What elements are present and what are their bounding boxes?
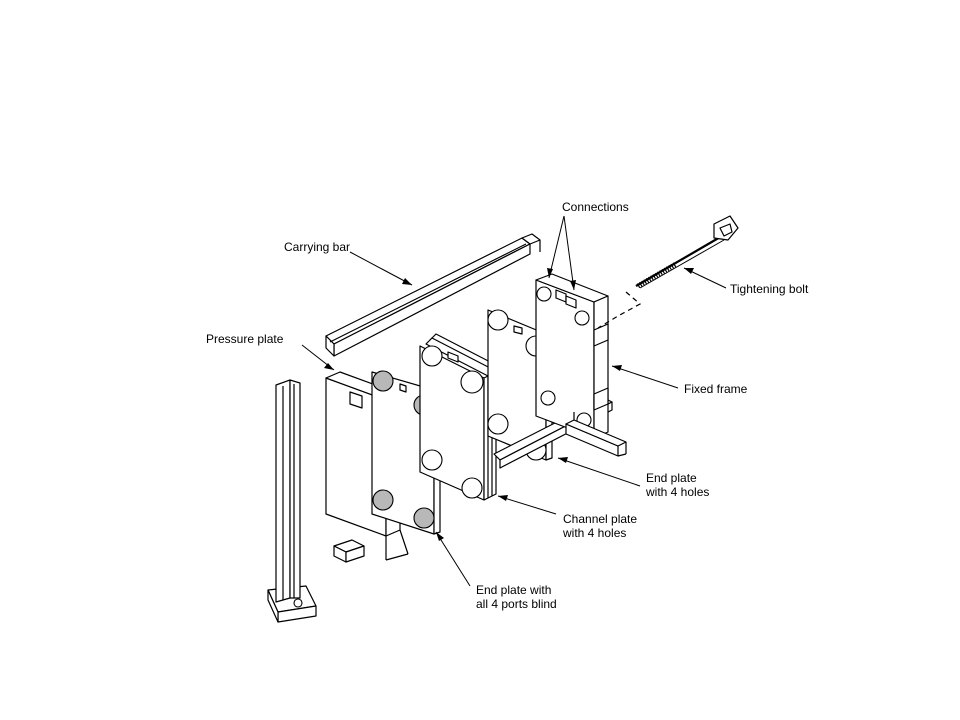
label-connections: Connections [562, 200, 629, 214]
label-pressure-plate: Pressure plate [206, 332, 284, 346]
carrying-bar [325, 233, 541, 357]
label-end-plate-blind-line1: End plate with [476, 583, 552, 597]
tightening-bolt [597, 215, 739, 329]
label-end-plate-4-holes-line1: End plate [646, 471, 697, 485]
label-channel-plate-line1: Channel plate [563, 512, 638, 526]
label-fixed-frame: Fixed frame [684, 382, 748, 396]
channel-plate-pack [419, 333, 499, 501]
label-tightening-bolt: Tightening bolt [730, 282, 809, 296]
end-plate-blind [371, 370, 441, 535]
label-channel-plate-line2: with 4 holes [563, 526, 627, 540]
fixed-frame [535, 273, 627, 457]
support-column [267, 379, 317, 623]
label-carrying-bar: Carrying bar [284, 240, 351, 254]
label-end-plate-4-holes-line2: with 4 holes [646, 485, 710, 499]
leader-lines [301, 215, 727, 587]
label-end-plate-blind-line2: all 4 ports blind [476, 597, 557, 611]
